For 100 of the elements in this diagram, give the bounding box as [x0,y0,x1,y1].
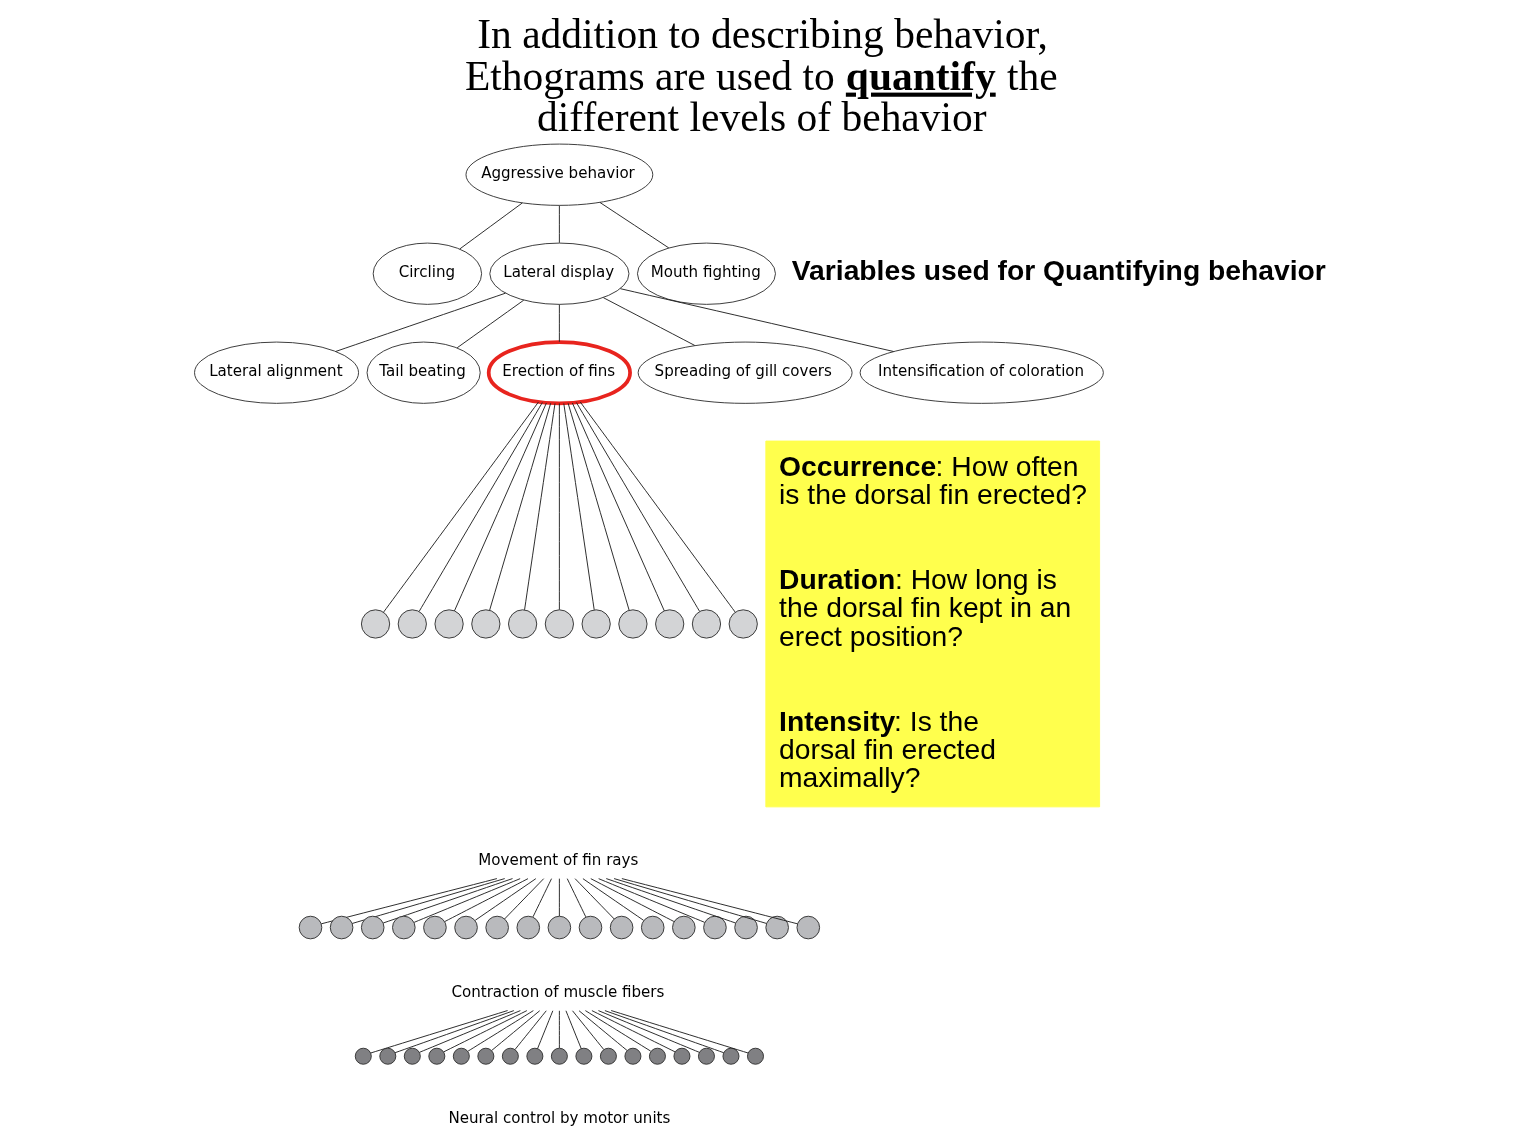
node-circle [452,1047,470,1065]
node-circle [640,915,664,940]
node-circle [298,915,322,940]
node-circle [672,1047,690,1065]
label: Neural control by motor units [447,1108,670,1127]
node-circle [654,609,684,639]
node-circle [578,915,602,940]
connector [558,304,560,343]
node-circle [422,915,447,940]
connector [558,205,560,244]
connector [467,1010,534,1052]
connector [603,1010,724,1054]
connector [584,1010,651,1052]
connector [458,202,523,250]
connector [418,402,543,612]
label: Variables used for Quantifying behavior [791,253,1326,286]
connector [579,401,736,613]
node-text: Movement of fin rays [477,851,638,870]
node-circle [697,1047,715,1065]
node-circle [470,609,500,639]
node-circle [329,915,353,940]
connector [558,878,560,917]
connector [597,878,705,923]
connector [566,878,586,918]
connector [503,878,544,920]
connector [602,297,695,346]
connector [382,878,513,924]
connector [413,878,521,923]
node-circle [623,1047,641,1065]
node-circle [378,1047,396,1065]
connector [589,878,674,922]
connector [574,878,615,920]
connector [514,1010,547,1050]
node-ellipse: Erection of fins [486,340,632,406]
connector [613,878,767,924]
node-ellipse: Intensification of coloration [859,341,1104,404]
connector [394,1010,514,1054]
connector [575,402,700,612]
node-circle [525,1047,543,1065]
node-circle [796,915,820,940]
node-ellipse: Aggressive behavior [465,143,653,206]
connector [490,1010,540,1051]
connector [581,878,644,921]
diagram-title: In addition to describing behavior, Ethograms are used to quantify the different levels of behavior [464,11,1058,141]
node-circle [617,609,648,639]
connector [334,292,506,352]
connector [567,402,630,611]
node-circle [516,915,540,940]
connector [351,878,505,924]
connector [558,403,560,611]
node-circle [391,915,416,940]
node-circle [581,609,611,639]
connector [590,1010,675,1053]
node-circle [702,915,727,940]
connector [610,1010,749,1054]
connector [453,402,547,612]
connector [558,1010,560,1049]
node-ellipse: Lateral display [488,242,629,305]
node-circle [453,915,478,940]
node-circle [403,1047,421,1065]
connector [320,878,497,925]
node-circle [691,609,721,639]
connector [599,202,669,249]
node-ellipse: Spreading of gill covers [637,341,853,404]
node-circle [599,1047,617,1065]
node-circle [574,1047,592,1065]
connector [571,1010,604,1050]
connector [619,288,894,352]
node-circle [360,915,384,940]
node-box: Occurrence: How often is the dorsal fin erected? Duration: How long is the dorsal fin kept in an erect position? Intensity: Is the dorsal fin erected maximally? [764,440,1100,808]
connector [620,878,798,925]
connector [571,402,665,612]
node-circle [501,1047,519,1065]
connector [456,299,524,349]
connector [578,1010,627,1051]
connector [382,401,539,613]
connector [443,878,528,922]
connector [532,878,552,918]
node-ellipse: Circling [372,242,482,305]
node-circle [507,609,537,639]
connector [523,403,555,611]
node-circle [360,609,390,639]
node-circle [764,915,789,940]
connector [418,1010,521,1053]
node-text: Contraction of muscle fibers [450,983,664,1002]
connector [565,1010,582,1050]
connector [369,1010,508,1054]
node-circle [354,1047,372,1065]
node-circle [547,915,571,940]
node-circle [397,609,427,639]
node-ellipse: Lateral alignment [193,341,359,404]
node-circle [648,1047,666,1065]
connector [562,403,595,611]
node-ellipse: Tail beating [366,341,481,404]
connector [488,402,551,611]
node-circle [722,1047,739,1065]
connector [597,1010,700,1053]
node-circle [746,1047,764,1065]
connector [536,1010,553,1050]
node-ellipse: Mouth fighting [636,242,776,305]
